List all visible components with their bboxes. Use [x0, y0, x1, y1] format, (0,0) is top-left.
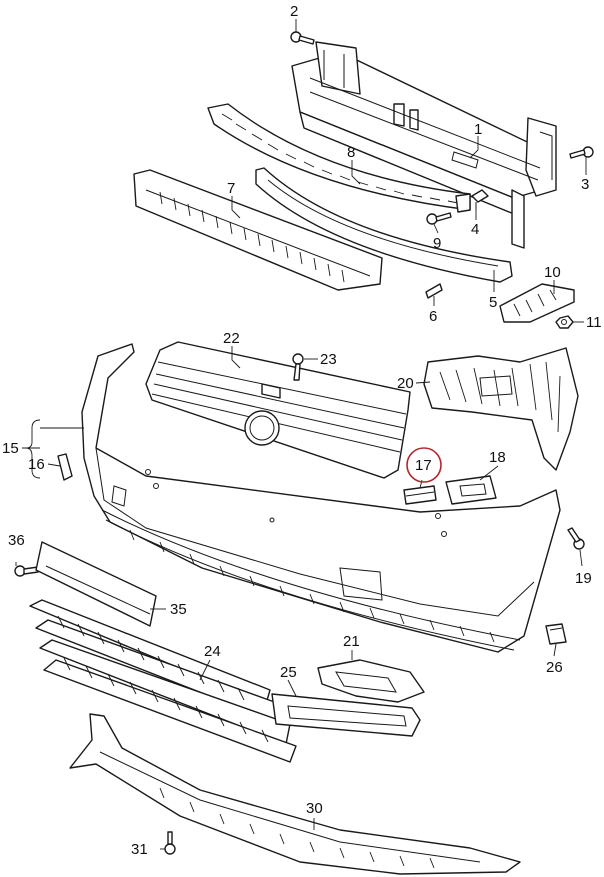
highlight-circle-17	[406, 447, 442, 483]
part-36-screw	[14, 565, 39, 577]
callout-23[interactable]: 23	[320, 351, 337, 368]
callout-15[interactable]: 15	[2, 440, 19, 457]
part-11-nut	[555, 315, 574, 329]
callout-25[interactable]: 25	[280, 664, 297, 681]
part-30-spoiler	[69, 713, 521, 875]
part-18-cap	[445, 475, 497, 505]
part-15-bumper-cover	[81, 343, 561, 653]
part-35-license-plate-holder	[35, 541, 157, 627]
part-16-cover-cap	[57, 453, 73, 481]
callout-8[interactable]: 8	[347, 144, 355, 161]
part-22-radiator-grille	[145, 341, 411, 479]
callout-10[interactable]: 10	[544, 264, 561, 281]
callout-24[interactable]: 24	[204, 643, 221, 660]
callout-31[interactable]: 31	[131, 841, 148, 858]
callout-18[interactable]: 18	[489, 449, 506, 466]
callout-22[interactable]: 22	[223, 330, 240, 347]
callout-9[interactable]: 9	[433, 235, 441, 252]
part-17-tow-eye-cap	[403, 485, 437, 505]
part-20-side-bracket	[423, 347, 579, 471]
callout-26[interactable]: 26	[546, 659, 563, 676]
callout-6[interactable]: 6	[429, 308, 437, 325]
part-10-bracket	[499, 283, 575, 323]
callout-4[interactable]: 4	[471, 221, 479, 238]
callout-7[interactable]: 7	[227, 180, 235, 197]
part-31-screw	[164, 831, 176, 855]
part-3-screw	[569, 146, 594, 159]
callout-20[interactable]: 20	[397, 375, 414, 392]
part-6-clip	[425, 283, 443, 299]
part-7-lower-absorber	[133, 169, 383, 291]
callout-21[interactable]: 21	[343, 633, 360, 650]
part-5-guide-rail	[255, 167, 513, 283]
part-2-screw	[290, 31, 315, 45]
part-24-lower-grille	[29, 599, 297, 763]
part-21-fog-frame	[317, 659, 425, 703]
part-19-screw	[567, 527, 585, 550]
part-9-screw	[426, 212, 452, 225]
callout-5[interactable]: 5	[489, 294, 497, 311]
part-8-upper-absorber	[207, 103, 471, 213]
callout-36[interactable]: 36	[8, 532, 25, 549]
callout-35[interactable]: 35	[170, 601, 187, 618]
callout-labels: 2 1 3 8 7 9 4 5 6 10 11 22 23 20 15 16 1…	[2, 3, 602, 858]
part-26-sensor-holder	[545, 623, 567, 645]
callout-30[interactable]: 30	[306, 800, 323, 817]
callout-1[interactable]: 1	[474, 121, 482, 138]
part-25-trim-strip	[271, 693, 421, 737]
callout-17[interactable]: 17	[415, 457, 432, 474]
leader-lines	[15, 19, 587, 850]
part-1-bumper-carrier	[291, 41, 557, 249]
callout-11[interactable]: 11	[586, 314, 602, 331]
callout-19[interactable]: 19	[575, 570, 592, 587]
part-23-screw	[292, 353, 304, 381]
callout-2[interactable]: 2	[290, 3, 298, 20]
callout-3[interactable]: 3	[581, 176, 589, 193]
callout-16[interactable]: 16	[28, 456, 45, 473]
